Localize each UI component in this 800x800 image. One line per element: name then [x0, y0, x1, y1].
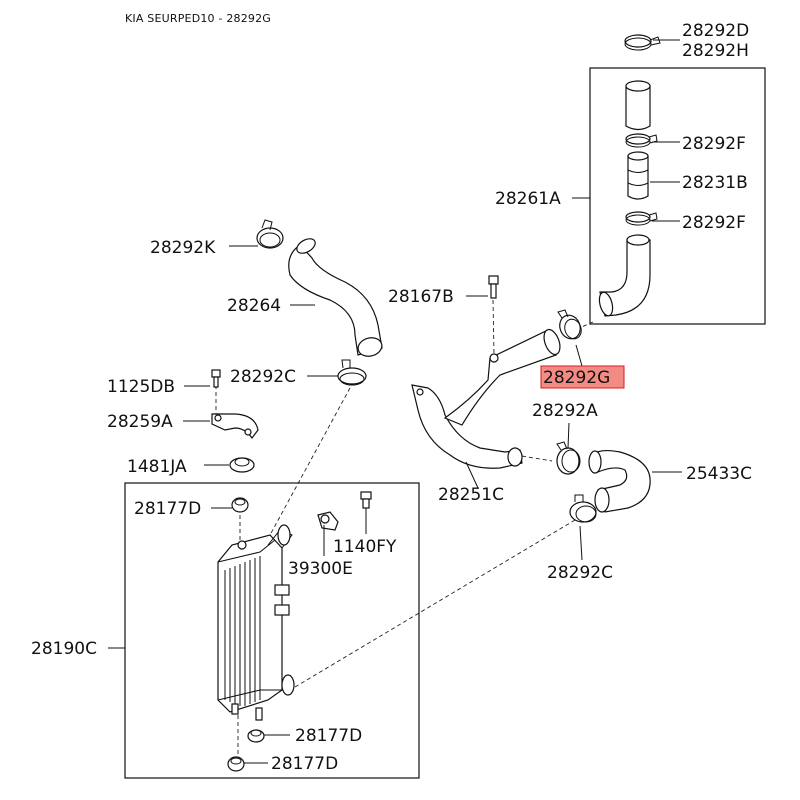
label-28259a[interactable]: 28259A [107, 412, 173, 432]
label-28177d-top[interactable]: 28177D [134, 499, 201, 519]
bolt-28167b[interactable] [488, 275, 499, 299]
hose-kit-box [589, 67, 766, 325]
clamp-28292c-lower[interactable] [569, 494, 597, 523]
sensor-39300e[interactable] [317, 511, 339, 531]
cap-28177d-bot[interactable] [227, 756, 245, 772]
clamp-28292k[interactable] [256, 219, 284, 249]
connector-28231b[interactable] [627, 151, 649, 200]
grommet-1481ja[interactable] [229, 457, 255, 473]
label-28292f-lower[interactable]: 28292F [682, 213, 746, 233]
clamp-28292g[interactable] [556, 309, 583, 342]
label-28292a[interactable]: 28292A [532, 401, 598, 421]
hose-sleeve[interactable] [625, 80, 651, 131]
dash-28292a [521, 455, 553, 462]
label-28292h[interactable]: 28292H [682, 41, 749, 61]
intercooler-28190c[interactable] [217, 524, 295, 721]
label-28292k[interactable]: 28292K [150, 238, 216, 258]
dash-28292c-outlet [289, 519, 576, 691]
label-28231b[interactable]: 28231B [682, 173, 748, 193]
dash-28292c-intercooler [269, 387, 351, 536]
label-28292g[interactable]: 28292G [543, 368, 610, 388]
dash-bolt-28167b [492, 299, 495, 356]
label-1140fy[interactable]: 1140FY [333, 537, 397, 557]
label-28261a[interactable]: 28261A [495, 189, 561, 209]
label-28292c-upper[interactable]: 28292C [230, 367, 296, 387]
label-28190c[interactable]: 28190C [31, 639, 97, 659]
label-39300e[interactable]: 39300E [288, 559, 353, 579]
label-28292f-upper[interactable]: 28292F [682, 134, 746, 154]
label-28251c[interactable]: 28251C [438, 485, 504, 505]
label-1125db[interactable]: 1125DB [107, 377, 175, 397]
clamp-28292c-upper[interactable] [337, 359, 367, 386]
clamp-28292d[interactable] [624, 34, 661, 51]
hose-28264[interactable] [288, 236, 384, 359]
diagram-title: KIA SEURPED10 - 28292G [125, 12, 272, 25]
intercooler-box [124, 482, 420, 779]
label-28167b[interactable]: 28167B [388, 287, 454, 307]
pipe-28251c[interactable] [411, 327, 563, 469]
cap-28177d-mid[interactable] [247, 729, 265, 743]
leader-lines [108, 39, 682, 764]
highlight-28292g [540, 365, 625, 389]
label-28177d-mid[interactable]: 28177D [295, 726, 362, 746]
label-28292c-lower[interactable]: 28292C [547, 563, 613, 583]
clamp-28292f-upper[interactable] [625, 133, 658, 148]
label-28177d-bot[interactable]: 28177D [271, 754, 338, 774]
label-28264[interactable]: 28264 [227, 296, 281, 316]
elbow-hose-28261a[interactable] [597, 234, 651, 317]
label-1481ja[interactable]: 1481JA [127, 457, 187, 477]
bolt-1125db[interactable] [211, 369, 221, 388]
label-28292d[interactable]: 28292D [682, 21, 749, 41]
hose-25433c[interactable] [588, 449, 651, 513]
bracket-28259a[interactable] [211, 413, 259, 440]
bolt-1140fy[interactable] [360, 491, 372, 509]
clamp-28292f-lower[interactable] [625, 211, 658, 226]
label-25433c[interactable]: 25433C [686, 464, 752, 484]
cap-28177d-top[interactable] [231, 497, 249, 513]
